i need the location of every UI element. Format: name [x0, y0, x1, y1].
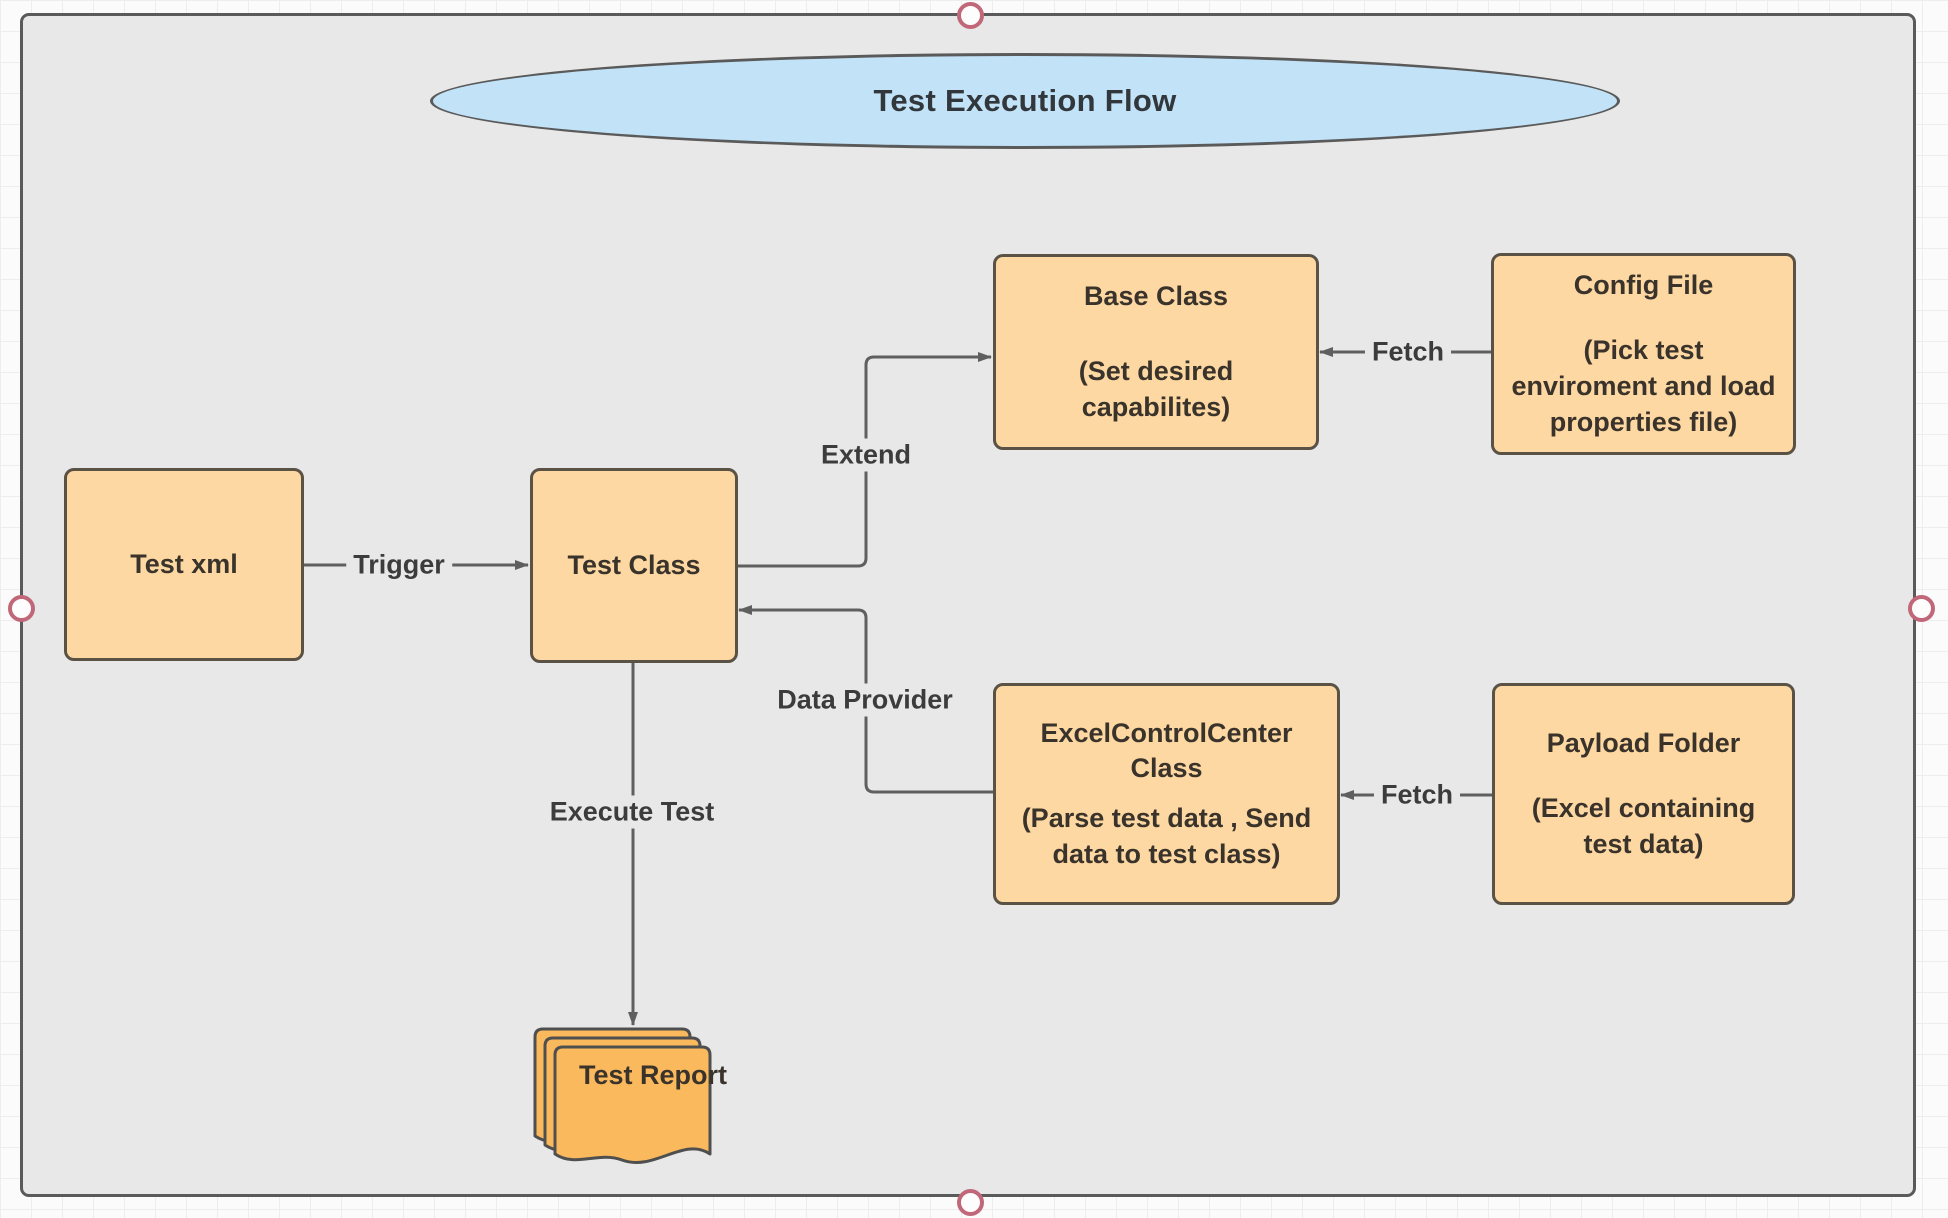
edge-label-execute-test[interactable]: Execute Test [542, 795, 722, 829]
node-excel-body: (Parse test data , Send data to test cla… [1021, 803, 1312, 869]
node-base-class-body: (Set desired capabilites) [1078, 356, 1234, 422]
node-config-file-title: Config File [1573, 269, 1714, 300]
node-test-report[interactable]: Test Report [532, 1026, 727, 1172]
node-payload-title: Payload Folder [1546, 727, 1741, 758]
node-test-class[interactable]: Test Class [530, 468, 738, 663]
node-test-xml-label: Test xml [130, 548, 238, 579]
edge-label-data-provider[interactable]: Data Provider [770, 683, 960, 717]
resize-handle-top[interactable] [957, 2, 984, 29]
diagram-title: Test Execution Flow [873, 83, 1177, 118]
node-excel-title: ExcelControlCenter Class [1040, 717, 1293, 784]
edge-label-trigger[interactable]: Trigger [346, 548, 452, 582]
node-base-class[interactable]: Base Class (Set desired capabilites) [993, 254, 1319, 450]
title-ellipse[interactable]: Test Execution Flow [430, 53, 1620, 149]
edge-label-extend[interactable]: Extend [813, 438, 919, 472]
node-test-report-label: Test Report [578, 1060, 727, 1090]
node-test-class-label: Test Class [567, 549, 701, 580]
edge-label-fetch-payload[interactable]: Fetch [1373, 778, 1461, 812]
resize-handle-bottom[interactable] [957, 1189, 984, 1216]
node-config-file-body: (Pick test enviroment and load propertie… [1511, 335, 1776, 437]
node-config-file[interactable]: Config File (Pick test enviroment and lo… [1491, 253, 1796, 455]
container-frame[interactable] [20, 13, 1916, 1197]
resize-handle-right[interactable] [1908, 595, 1935, 622]
node-test-xml[interactable]: Test xml [64, 468, 304, 661]
node-payload-body: (Excel containing test data) [1531, 793, 1756, 859]
multi-document-icon [533, 1027, 712, 1164]
node-base-class-title: Base Class [1083, 280, 1229, 311]
edge-label-fetch-config[interactable]: Fetch [1364, 335, 1452, 369]
resize-handle-left[interactable] [8, 595, 35, 622]
node-payload-folder[interactable]: Payload Folder (Excel containing test da… [1492, 683, 1795, 905]
node-excel-control-center[interactable]: ExcelControlCenter Class (Parse test dat… [993, 683, 1340, 905]
